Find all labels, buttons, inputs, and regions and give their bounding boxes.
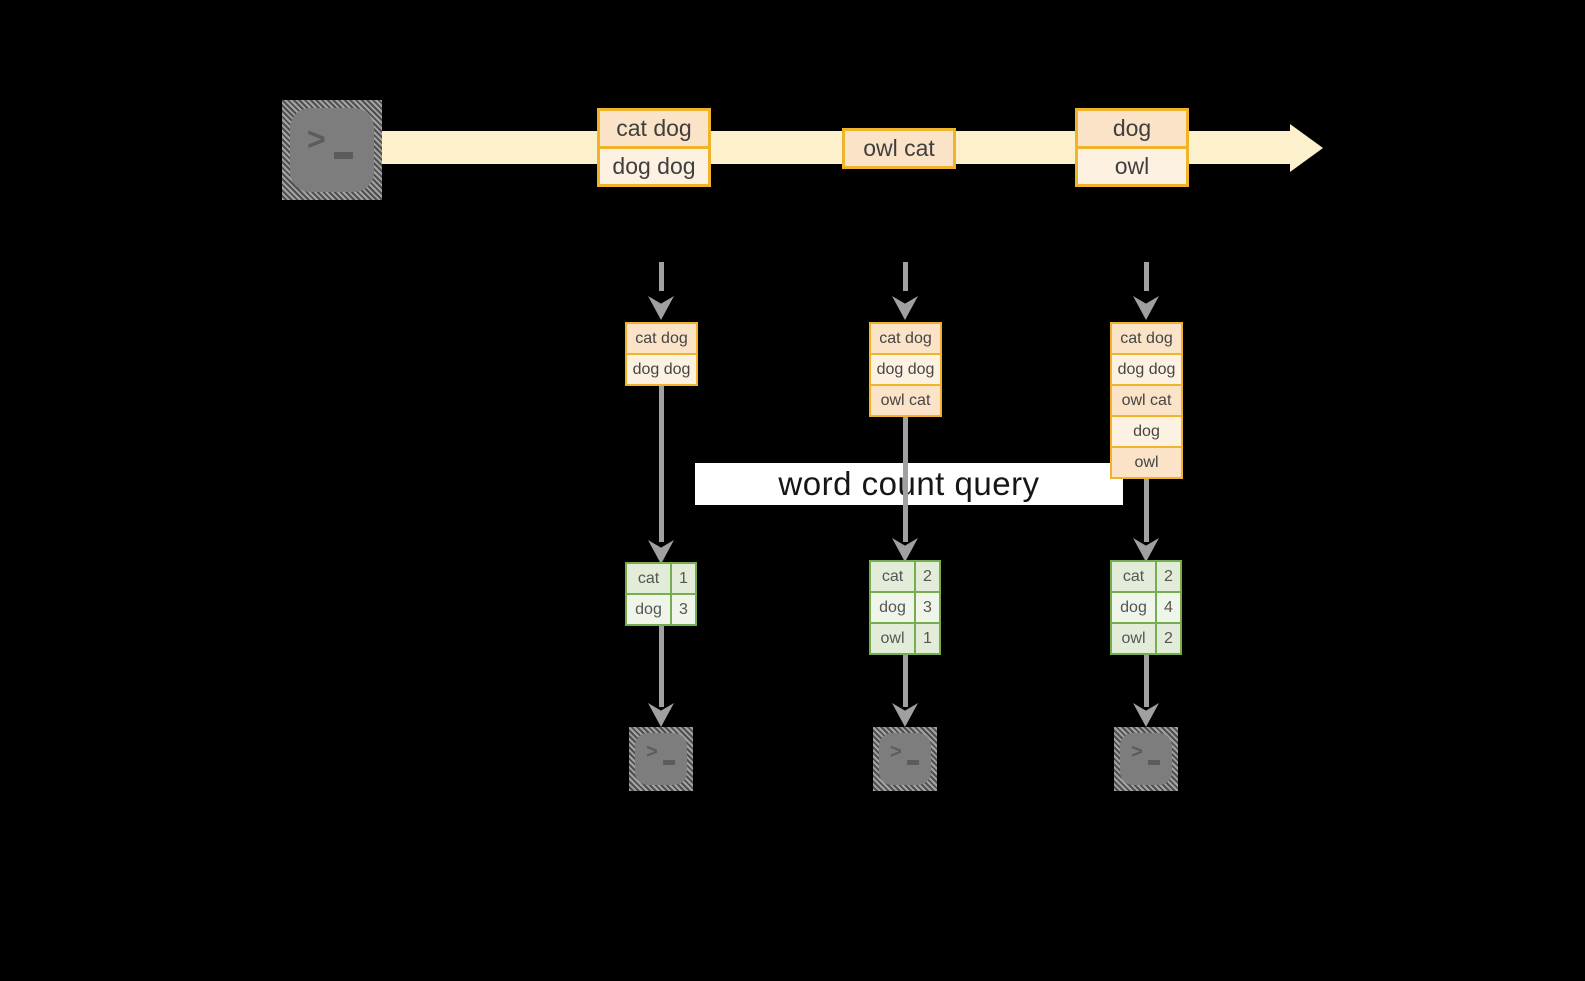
count-cell: 1 [916, 624, 939, 653]
arrowhead-down-icon [1133, 296, 1159, 320]
word-cell: dog [871, 593, 914, 622]
query-label: word count query [778, 465, 1040, 502]
count-table-1: cat 1 dog 3 [625, 562, 697, 626]
count-cell: 2 [1157, 562, 1180, 591]
arrow-shaft [1144, 479, 1149, 542]
state-row: owl [1112, 448, 1181, 477]
terminal-body: > [879, 733, 931, 785]
state-row: cat dog [627, 324, 696, 353]
event-line: dog [1078, 111, 1186, 146]
arrowhead-down-icon [892, 296, 918, 320]
arrow-shaft [1144, 655, 1149, 707]
terminal-prompt-glyph: > [307, 121, 326, 157]
query-banner: word count query [695, 463, 1123, 505]
arrow-shaft [903, 655, 908, 707]
word-cell: owl [871, 624, 914, 653]
state-row: owl cat [1112, 386, 1181, 415]
state-buffer-3: cat dog dog dog owl cat dog owl [1110, 322, 1183, 479]
terminal-cursor-glyph [663, 760, 675, 765]
terminal-cursor-glyph [1148, 760, 1160, 765]
count-cell: 3 [916, 593, 939, 622]
dashed-arrow-shaft [1144, 262, 1149, 291]
word-cell: dog [627, 595, 670, 624]
word-cell: cat [1112, 562, 1155, 591]
event-line: cat dog [600, 111, 708, 146]
count-cell: 1 [672, 564, 695, 593]
state-row: dog dog [871, 355, 940, 384]
terminal-prompt-glyph: > [890, 741, 902, 763]
count-table-3: cat 2 dog 4 owl 2 [1110, 560, 1182, 655]
dashed-arrow-shaft [659, 262, 664, 291]
terminal-cursor-glyph [334, 152, 353, 159]
state-row: cat dog [871, 324, 940, 353]
word-cell: cat [871, 562, 914, 591]
stream-arrow-head-icon [1290, 124, 1323, 172]
arrow-shaft [659, 386, 664, 542]
arrow-shaft [659, 626, 664, 707]
stream-event-box-3: dog owl [1075, 108, 1189, 187]
state-row: owl cat [871, 386, 940, 415]
count-cell: 2 [1157, 624, 1180, 653]
terminal-body: > [1120, 733, 1172, 785]
count-table-2: cat 2 dog 3 owl 1 [869, 560, 941, 655]
terminal-body: > [635, 733, 687, 785]
count-cell: 4 [1157, 593, 1180, 622]
count-cell: 2 [916, 562, 939, 591]
sink-terminal-icon-1: > [629, 727, 693, 791]
arrow-shaft [903, 417, 908, 542]
sink-terminal-icon-3: > [1114, 727, 1178, 791]
state-row: dog [1112, 417, 1181, 446]
word-cell: dog [1112, 593, 1155, 622]
word-cell: owl [1112, 624, 1155, 653]
word-cell: cat [627, 564, 670, 593]
event-line: owl [1078, 149, 1186, 184]
event-line: dog dog [600, 149, 708, 184]
state-buffer-1: cat dog dog dog [625, 322, 698, 386]
source-terminal-icon: > [282, 100, 382, 200]
dashed-arrow-shaft [903, 262, 908, 291]
sink-terminal-icon-2: > [873, 727, 937, 791]
state-buffer-2: cat dog dog dog owl cat [869, 322, 942, 417]
stream-event-box-2: owl cat [842, 128, 956, 169]
terminal-body: > [290, 108, 374, 192]
state-row: dog dog [1112, 355, 1181, 384]
terminal-prompt-glyph: > [646, 741, 658, 763]
terminal-prompt-glyph: > [1131, 741, 1143, 763]
stream-event-box-1: cat dog dog dog [597, 108, 711, 187]
state-row: dog dog [627, 355, 696, 384]
count-cell: 3 [672, 595, 695, 624]
arrowhead-down-icon [648, 296, 674, 320]
arrowhead-down-icon [648, 540, 674, 564]
terminal-cursor-glyph [907, 760, 919, 765]
state-row: cat dog [1112, 324, 1181, 353]
event-line: owl cat [845, 131, 953, 166]
